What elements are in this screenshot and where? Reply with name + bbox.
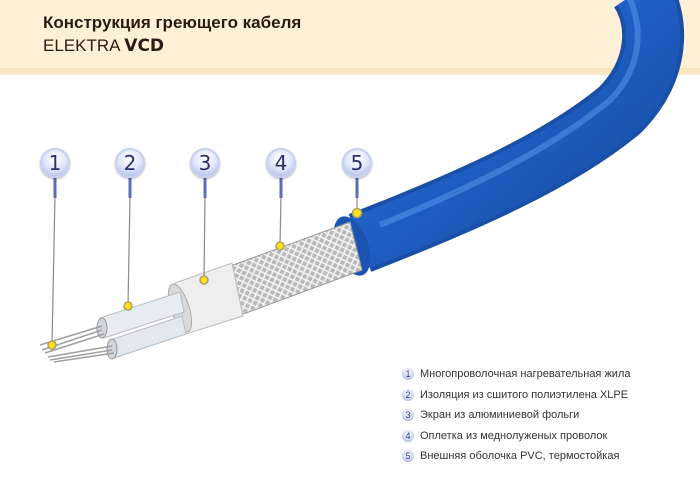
header-banner [0, 0, 700, 68]
callout-1: 1 [40, 148, 70, 178]
callout-2: 2 [115, 148, 145, 178]
copper-braid [224, 221, 363, 317]
callout-5: 5 [342, 148, 372, 178]
callout-3: 3 [190, 148, 220, 178]
number-badge: 3 [402, 409, 414, 422]
number-badge: 2 [402, 388, 414, 401]
marker-dots [47, 207, 363, 350]
number-badge: 1 [402, 368, 414, 381]
legend-item: 5 Внешняя оболочка PVC, термостойкая [402, 446, 630, 467]
callout-4: 4 [266, 148, 296, 178]
legend-item: 3 Экран из алюминиевой фольги [402, 405, 630, 426]
header-divider [0, 68, 700, 75]
legend-label: Изоляция из сшитого полиэтилена XLPE [420, 388, 629, 401]
number-badge: 5 [402, 450, 414, 463]
page-title: Конструкция греющего кабеля [43, 13, 302, 32]
legend-item: 1 Многопроволочная нагревательная жила [402, 364, 630, 385]
number-badge: 4 [402, 429, 414, 442]
legend-item: 2 Изоляция из сшитого полиэтилена XLPE [402, 385, 630, 406]
legend-label: Многопроволочная нагревательная жила [420, 368, 631, 381]
legend-label: Внешняя оболочка PVC, термостойкая [420, 450, 620, 463]
legend-item: 4 Оплетка из меднолуженых проволок [402, 426, 630, 447]
legend-label: Оплетка из меднолуженых проволок [420, 429, 608, 442]
legend-label: Экран из алюминиевой фольги [420, 409, 580, 422]
model-name: VCD [124, 36, 165, 56]
product-name: ELEKTRA VCD [43, 36, 164, 56]
brand-name: ELEKTRA [43, 36, 120, 55]
